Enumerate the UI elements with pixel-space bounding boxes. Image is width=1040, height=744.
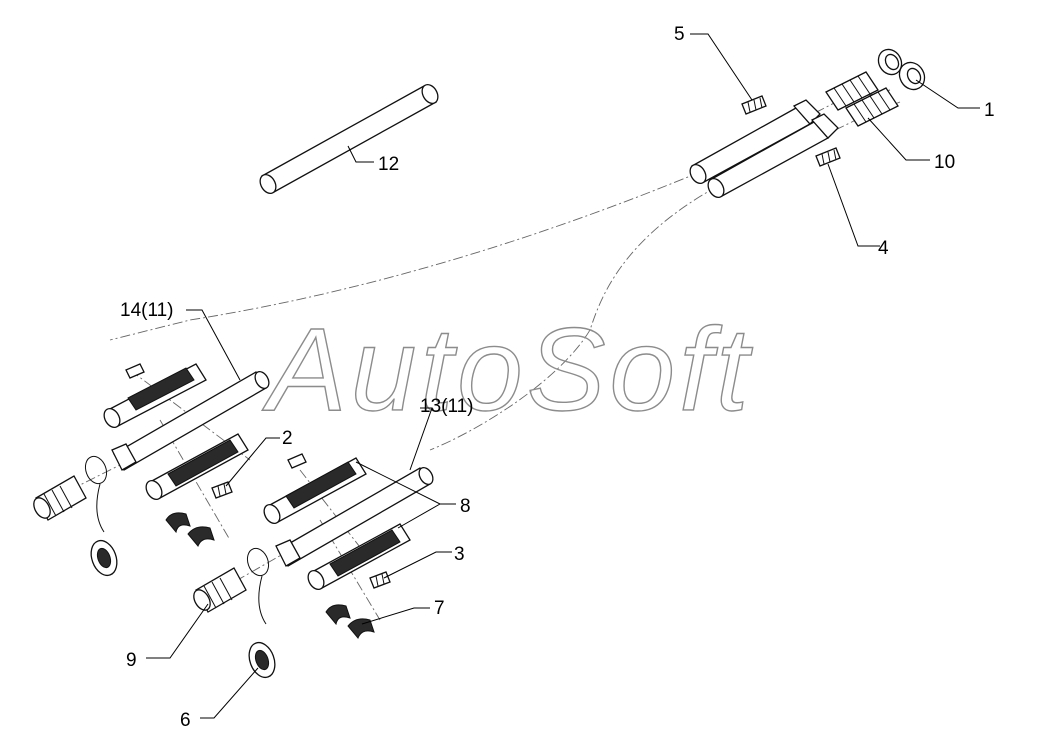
callout-7: 7 [434,598,445,619]
dust-cap-6 [246,547,276,679]
callout-5: 5 [674,24,685,45]
callout-12: 12 [378,154,399,175]
clip-14-top [125,363,145,379]
clip-4 [815,147,841,167]
nut-1b [898,61,926,91]
clamp-pair-14 [165,512,215,547]
coupling-9 [193,567,247,613]
hose-13 [275,466,434,567]
callout-13-11: 13(11) [420,396,474,417]
clip-5 [741,95,767,115]
nut-1a [877,48,903,76]
clip-3 [369,571,391,589]
callout-1: 1 [984,100,995,121]
sleeve-upper-14 [103,363,207,428]
callout-labels: 5 1 10 4 12 14(11) 13(11) 2 8 3 7 9 6 [120,24,995,731]
callout-10: 10 [934,152,955,173]
adapter-10a [825,71,879,111]
callout-8: 8 [460,496,471,517]
pipe-12 [259,84,439,194]
leader-lines [146,33,980,719]
callout-9: 9 [126,650,137,671]
callout-3: 3 [454,544,465,565]
sleeve-lower-14 [145,433,249,500]
callout-2: 2 [282,428,293,449]
coupling-14 [33,475,87,521]
callout-14-11: 14(11) [120,300,174,321]
hose-14 [111,370,270,471]
callout-4: 4 [878,238,889,259]
dust-cap-14 [84,455,118,577]
clip-13-top [287,453,307,469]
sleeve-upper-13 [263,457,367,524]
adapter-10b [845,87,899,127]
watermark-text: AutoSoft [262,304,753,436]
callout-6: 6 [180,710,191,731]
clamp-pair-7 [325,604,375,639]
clip-2 [211,481,233,499]
sleeve-lower-13 [307,523,411,590]
hose-upper-b [707,113,839,198]
